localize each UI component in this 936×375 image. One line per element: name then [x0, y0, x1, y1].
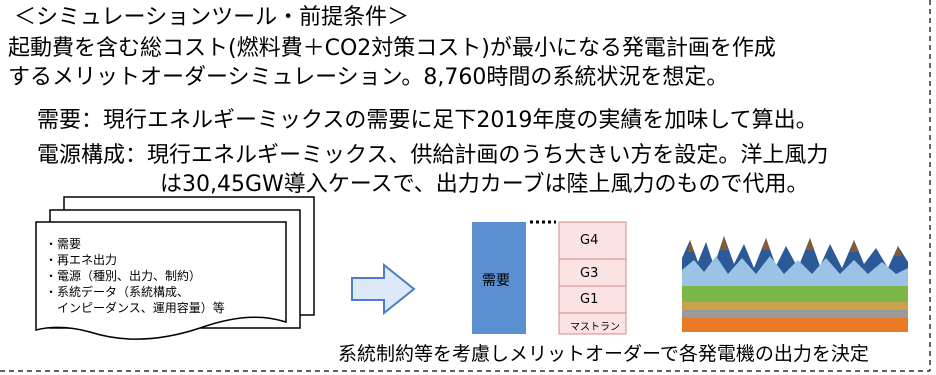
coal-layer: [682, 302, 908, 310]
solar-layer: [682, 256, 908, 286]
g3-block: [558, 258, 627, 287]
merit-order-diagram: [472, 220, 627, 335]
lng-layer: [682, 286, 908, 302]
must-run-label: マストラン: [570, 322, 620, 333]
diagram-caption: 系統制約等を考慮しメリットオーダーで各発電機の出力を決定: [338, 343, 869, 365]
list-item: ・系統データ（系統構成、: [45, 285, 190, 299]
input-document-list: ・需要 ・再エネ出力 ・電源（種別、出力、制約） ・系統データ（系統構成、 イン…: [45, 236, 225, 316]
supply-condition-line2: は30,45GW導入ケースで、出力カーブは陸上風力のもので代用。: [160, 172, 809, 197]
section-heading: ＜シミュレーションツール・前提条件＞: [14, 5, 410, 30]
g3-label: G3: [580, 266, 599, 281]
list-item: ・需要: [45, 237, 82, 251]
demand-bar: [472, 222, 526, 334]
must-run-block: [558, 312, 627, 335]
right-arrow-icon: [351, 262, 416, 316]
supply-condition-line1: 電源構成：現行エネルギーミックス、供給計画のうち大きい方を設定。洋上風力: [37, 143, 829, 168]
intro-line: するメリットオーダーシミュレーション。8,760時間の系統状況を想定。: [8, 65, 729, 90]
input-document-stack: [35, 196, 315, 340]
document-sheet-front: [35, 221, 287, 340]
nuclear-layer: [682, 310, 908, 318]
base-layer: [682, 318, 908, 332]
list-item: インピーダンス、運用容量）等: [45, 301, 225, 315]
list-item: ・電源（種別、出力、制約）: [45, 269, 202, 283]
generation-stack-image: [682, 236, 908, 332]
list-item: ・再エネ出力: [45, 253, 118, 267]
demand-label: 需要: [482, 273, 510, 289]
intro-text: 起動費を含む総コスト(燃料費＋CO2対策コスト)が最小になる発電計画を作成 する…: [8, 34, 776, 92]
g4-label: G4: [580, 233, 599, 248]
intro-line: 起動費を含む総コスト(燃料費＋CO2対策コスト)が最小になる発電計画を作成: [8, 36, 776, 61]
g1-label: G1: [580, 292, 599, 307]
demand-condition: 需要：現行エネルギーミックスの需要に足下2019年度の実績を加味して算出。: [37, 108, 818, 133]
